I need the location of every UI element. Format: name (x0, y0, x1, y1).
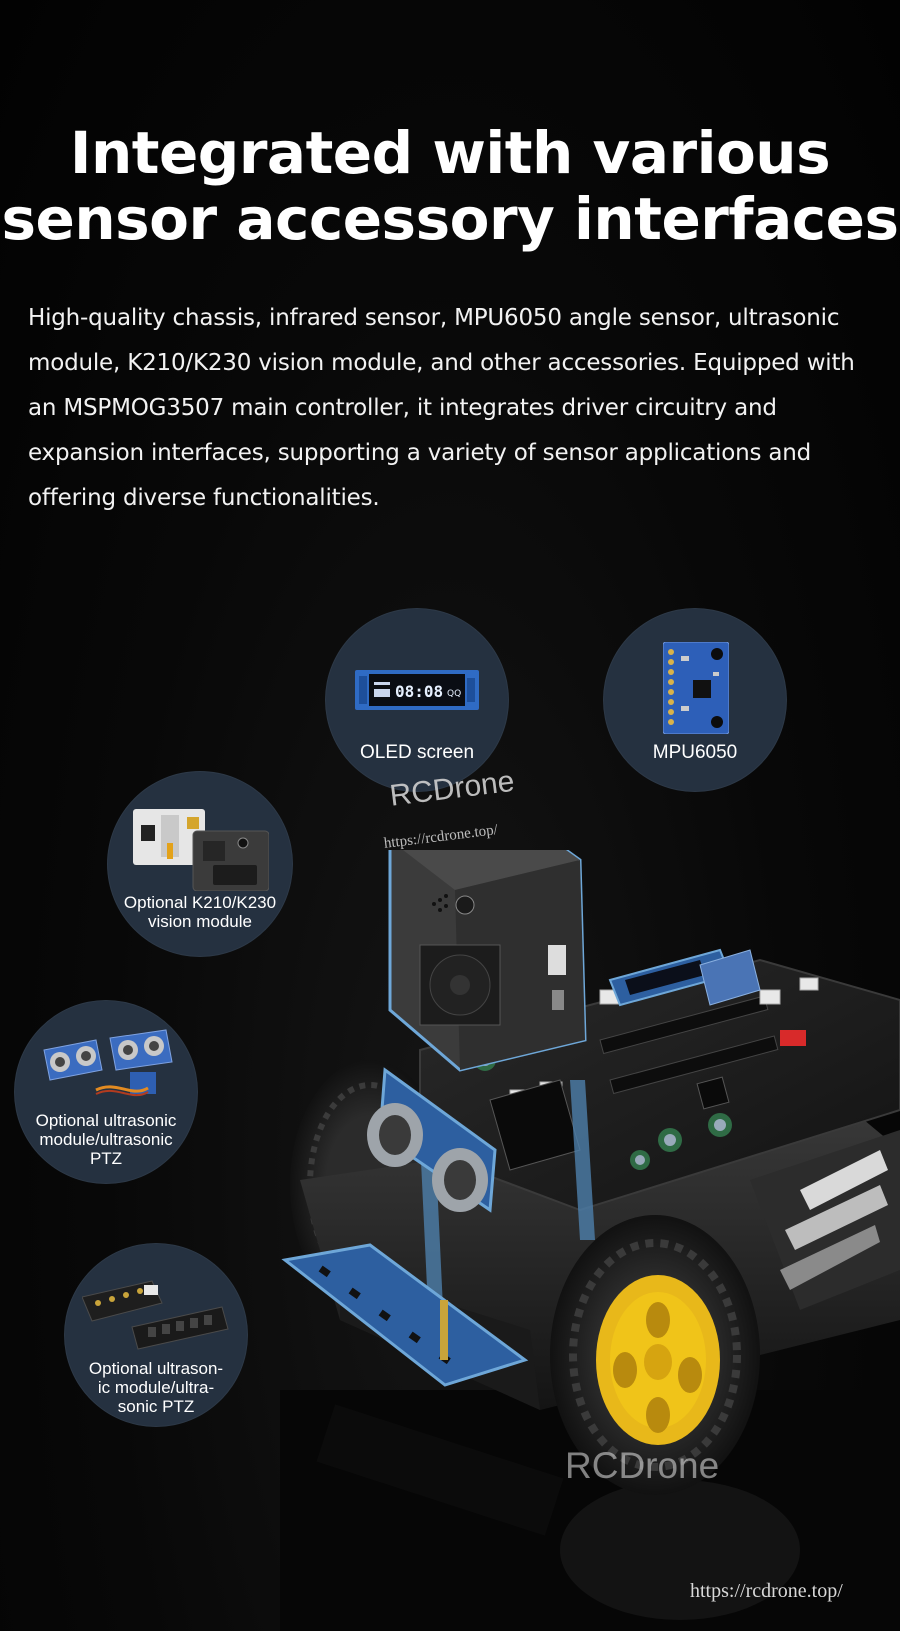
feature-ultrasonic-module: Optional ultrasonic module/ultrasonic PT… (14, 1000, 198, 1184)
feature-vision-label-line-2: vision module (148, 912, 252, 931)
feature-tracking-module: Optional ultrason- ic module/ultra- soni… (64, 1243, 248, 1427)
mpu6050-board-icon (663, 642, 729, 734)
front-wheel (550, 1215, 760, 1495)
feature-vision-module: Optional K210/K230 vision module (107, 771, 293, 957)
feature-oled-screen: 08:08 QQ OLED screen (325, 608, 509, 792)
vision-module-icon (133, 809, 269, 891)
feature-oled-label: OLED screen (359, 742, 475, 763)
tracking-sensor-on-car (281, 1243, 529, 1387)
feature-vision-label-line-1: Optional K210/K230 (123, 893, 277, 912)
oled-time-text: 08:08 (395, 682, 443, 701)
watermark-brand-bottom: RCDrone (565, 1445, 720, 1486)
headline-line-2: sensor accessory interfaces (1, 185, 900, 253)
feature-mpu6050: MPU6050 (603, 608, 787, 792)
feature-ultrasonic-label-line-3: PTZ (89, 1149, 123, 1168)
feature-tracking-label-line-1: Optional ultrason- (88, 1359, 224, 1378)
oled-screen-icon: 08:08 QQ (355, 670, 479, 710)
watermark-url-top: https://rcdrone.top/ (383, 822, 499, 852)
line-tracking-sensor-icon (82, 1280, 229, 1350)
vision-module-on-car (388, 850, 595, 1350)
description: High-quality chassis, infrared sensor, M… (28, 305, 855, 511)
feature-ultrasonic-label-line-1: Optional ultrasonic (35, 1111, 177, 1130)
robot-car-illustration (280, 850, 900, 1631)
feature-ultrasonic-label: Optional ultrasonic module/ultrasonic PT… (14, 1111, 198, 1168)
feature-tracking-label: Optional ultrason- ic module/ultra- soni… (64, 1359, 248, 1416)
feature-tracking-label-line-2: ic module/ultra- (97, 1378, 215, 1397)
watermark-url-bottom: https://rcdrone.top/ (690, 1580, 843, 1602)
feature-ultrasonic-label-line-2: module/ultrasonic (39, 1130, 173, 1149)
feature-vision-label: Optional K210/K230 vision module (107, 893, 293, 931)
feature-mpu-label: MPU6050 (652, 742, 738, 763)
headline: Integrated with various sensor accessory… (0, 120, 900, 252)
oled-sub-text: QQ (447, 689, 461, 699)
headline-line-1: Integrated with various (69, 119, 831, 187)
mpu-on-car (699, 949, 761, 1006)
ultrasonic-sensor-icon (43, 1029, 173, 1097)
feature-tracking-label-line-3: sonic PTZ (117, 1397, 195, 1416)
ultrasonic-on-car (367, 1067, 497, 1213)
